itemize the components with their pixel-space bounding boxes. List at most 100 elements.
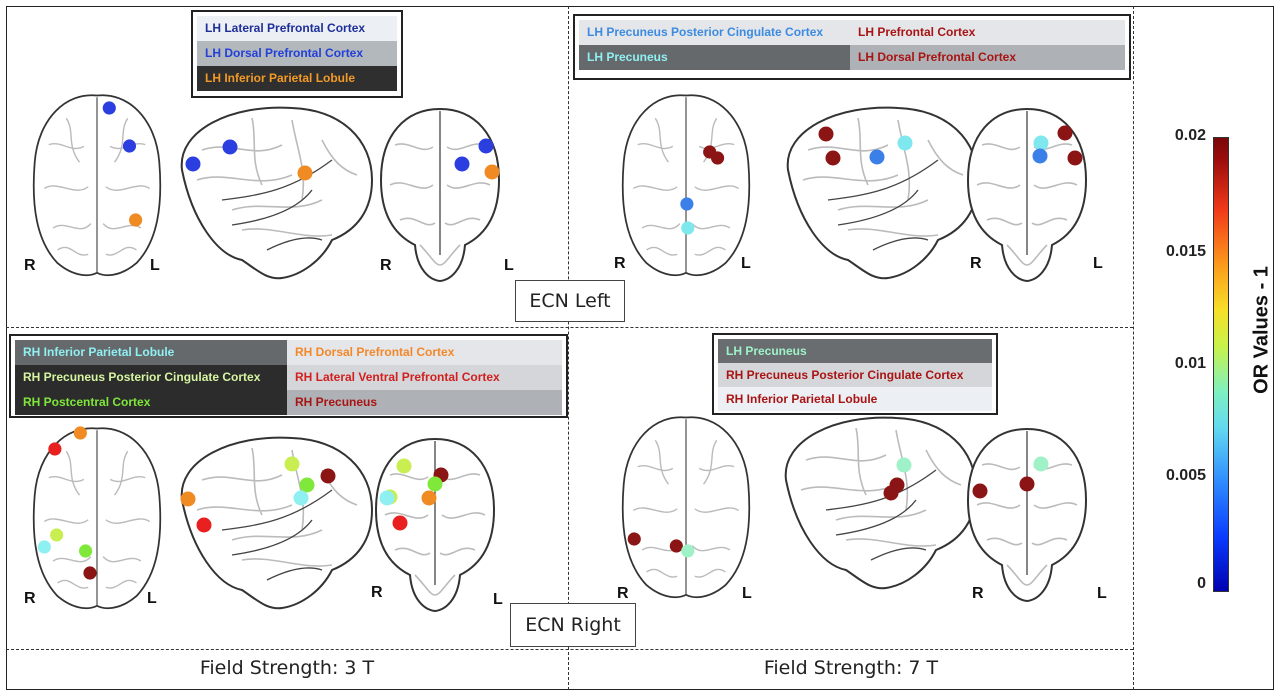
- legend-item-lh-inferior-parietal: LH Inferior Parietal Lobule: [197, 66, 397, 91]
- hemisphere-label-r: R: [24, 590, 36, 607]
- colorbar-tick: 0.005: [1165, 467, 1206, 484]
- hemisphere-label-l: L: [742, 585, 752, 602]
- hemisphere-label-r: R: [970, 255, 982, 272]
- field-strength-3t: Field Strength: 3 T: [199, 657, 375, 679]
- region-node: [102, 101, 116, 115]
- legend-item-lh-prefrontal: LH Prefrontal Cortex: [850, 20, 1125, 45]
- brain-axial-view: [32, 94, 162, 277]
- region-node: [180, 491, 196, 507]
- colorbar-tick: 0.02: [1174, 127, 1206, 144]
- region-node: [293, 490, 309, 506]
- region-node: [896, 457, 912, 473]
- region-node: [392, 515, 408, 531]
- region-node: [1032, 148, 1048, 164]
- legend-item-rh-inferior-parietal-7t: RH Inferior Parietal Lobule: [718, 387, 992, 411]
- hemisphere-label-l: L: [150, 257, 160, 274]
- legend-ecn-left-3t: LH Lateral Prefrontal Cortex LH Dorsal P…: [191, 10, 403, 98]
- legend-ecn-right-3t: RH Inferior Parietal Lobule RH Dorsal Pr…: [9, 334, 568, 418]
- brain-axial-view: [32, 426, 162, 610]
- region-node: [83, 566, 97, 580]
- colorbar-gradient: [1213, 137, 1229, 592]
- brain-sagittal-view: [786, 106, 980, 280]
- region-node: [454, 156, 470, 172]
- region-node: [1067, 150, 1083, 166]
- brain-sagittal-view: [180, 436, 374, 610]
- hemisphere-label-r: R: [24, 257, 36, 274]
- colorbar-title: OR Values - 1: [1250, 266, 1273, 394]
- region-node: [122, 139, 137, 153]
- region-node: [320, 468, 336, 484]
- region-node: [818, 126, 834, 142]
- region-node: [484, 164, 500, 180]
- hemisphere-label-l: L: [493, 591, 503, 608]
- region-node: [396, 458, 412, 474]
- region-node: [222, 139, 238, 155]
- hemisphere-label-l: L: [741, 255, 751, 272]
- colorbar-tick: 0.01: [1174, 355, 1206, 372]
- region-node: [825, 150, 841, 166]
- legend-item-lh-lateral-prefrontal: LH Lateral Prefrontal Cortex: [197, 16, 397, 41]
- region-node: [37, 540, 51, 554]
- region-node: [196, 517, 212, 533]
- region-node: [73, 426, 87, 440]
- region-node: [1019, 476, 1035, 492]
- region-node: [1033, 456, 1049, 472]
- hemisphere-label-l: L: [1093, 255, 1103, 272]
- region-node: [79, 544, 93, 558]
- colorbar-tick: 0.015: [1165, 243, 1206, 260]
- figure-frame: [6, 6, 1274, 690]
- region-node: [50, 528, 64, 542]
- region-node: [669, 539, 683, 553]
- region-node: [1057, 125, 1073, 141]
- hemisphere-label-r: R: [614, 255, 626, 272]
- region-node: [711, 151, 725, 165]
- legend-item-rh-precuneus-pcc: RH Precuneus Posterior Cingulate Cortex: [15, 365, 287, 390]
- region-node: [478, 138, 494, 154]
- region-node: [627, 532, 641, 546]
- legend-item-rh-precuneus-pcc-7t: RH Precuneus Posterior Cingulate Cortex: [718, 363, 992, 387]
- hemisphere-label-l: L: [147, 590, 157, 607]
- divider-horizontal-bottom: [6, 649, 1133, 650]
- legend-item-rh-postcentral: RH Postcentral Cortex: [15, 390, 287, 415]
- hemisphere-label-r: R: [371, 584, 383, 601]
- brain-sagittal-view: [180, 106, 374, 280]
- colorbar-tick: 0: [1197, 575, 1206, 592]
- hemisphere-label-r: R: [380, 257, 392, 274]
- region-node: [1033, 135, 1049, 151]
- legend-item-lh-precuneus-7t: LH Precuneus: [718, 339, 992, 363]
- region-node: [897, 135, 913, 151]
- legend-item-lh-dorsal-prefrontal: LH Dorsal Prefrontal Cortex: [197, 41, 397, 66]
- region-node: [129, 213, 143, 227]
- region-node: [284, 456, 300, 472]
- region-node: [379, 490, 395, 506]
- legend-ecn-left-7t: LH Precuneus Posterior Cingulate Cortex …: [573, 14, 1131, 80]
- legend-item-rh-dorsal-prefrontal: RH Dorsal Prefrontal Cortex: [287, 340, 562, 365]
- hemisphere-label-l: L: [504, 257, 514, 274]
- region-node: [299, 477, 315, 493]
- legend-item-rh-lateral-ventral-prefrontal: RH Lateral Ventral Prefrontal Cortex: [287, 365, 562, 390]
- region-node: [972, 483, 988, 499]
- brain-axial-view: [621, 416, 751, 599]
- region-node: [681, 221, 695, 235]
- divider-vertical-middle: [568, 6, 569, 690]
- legend-ecn-right-7t: LH Precuneus RH Precuneus Posterior Cing…: [712, 333, 998, 415]
- brain-axial-view: [621, 94, 751, 277]
- region-node: [680, 197, 694, 211]
- region-node: [681, 544, 695, 558]
- legend-item-lh-precuneus-pcc: LH Precuneus Posterior Cingulate Cortex: [579, 20, 850, 45]
- region-node: [869, 149, 885, 165]
- region-node: [427, 476, 443, 492]
- region-node: [48, 442, 62, 456]
- hemisphere-label-l: L: [1097, 585, 1107, 602]
- hemisphere-label-r: R: [972, 585, 984, 602]
- brain-coronal-view: [379, 107, 501, 283]
- region-node: [883, 485, 899, 501]
- region-node: [421, 490, 437, 506]
- legend-item-lh-precuneus: LH Precuneus: [579, 45, 850, 70]
- brain-coronal-view: [966, 427, 1088, 603]
- region-node: [297, 165, 313, 181]
- divider-vertical-colorbar: [1133, 6, 1134, 690]
- legend-item-lh-dorsal-prefrontal-7t: LH Dorsal Prefrontal Cortex: [850, 45, 1125, 70]
- brain-coronal-view: [966, 107, 1088, 283]
